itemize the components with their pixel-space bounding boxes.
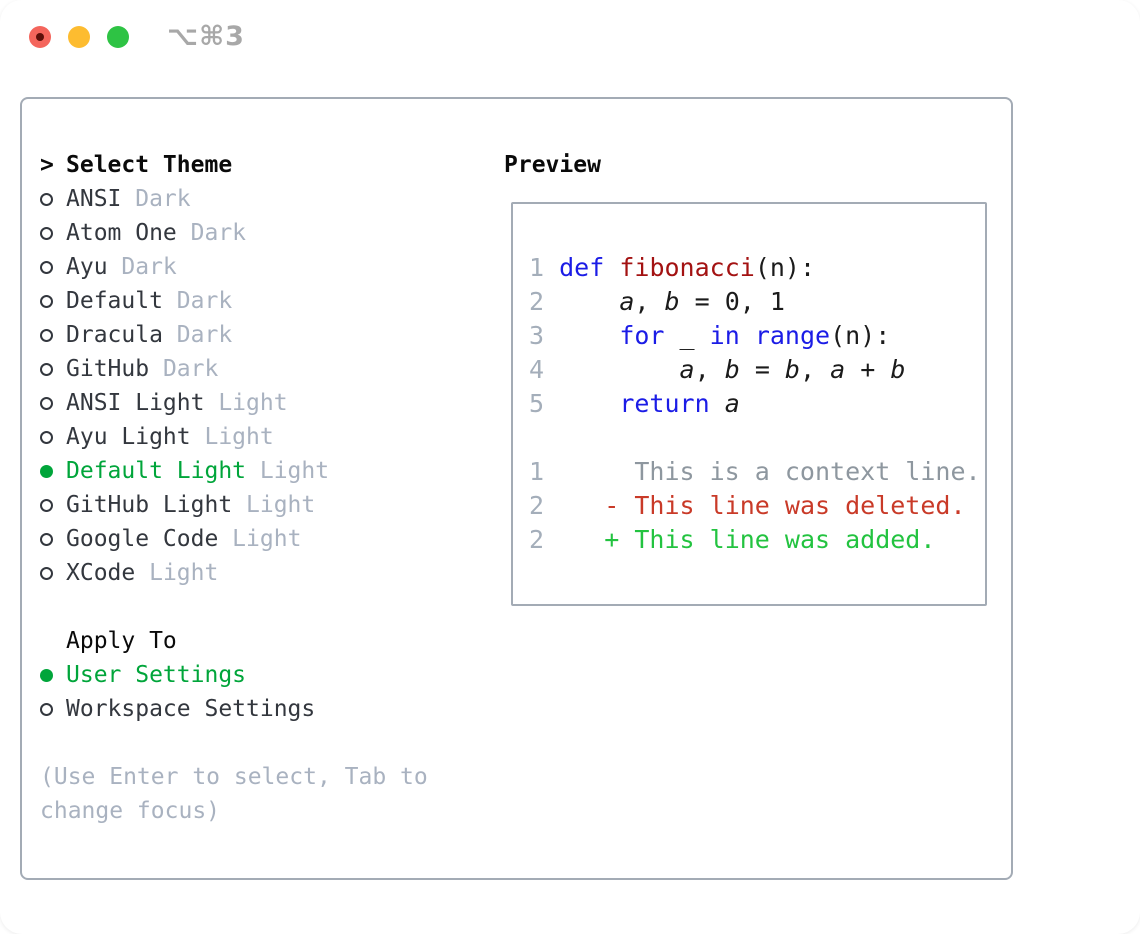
theme-variant: Light xyxy=(135,560,219,586)
code-line: 5 return a xyxy=(529,389,740,418)
line-number: 2 xyxy=(529,525,545,554)
radio-icon xyxy=(40,532,53,546)
theme-name: GitHub Light xyxy=(66,492,233,518)
theme-select-title: Select Theme xyxy=(66,152,233,178)
theme-name: Dracula xyxy=(66,322,163,348)
spacer xyxy=(40,590,428,624)
theme-option-dracula-dark[interactable]: Dracula Dark xyxy=(40,318,428,352)
apply-option-label: Workspace Settings xyxy=(66,696,316,722)
theme-option-ayu-light-light[interactable]: Ayu Light Light xyxy=(40,420,428,454)
close-button[interactable] xyxy=(29,26,51,48)
theme-variant: Light xyxy=(232,492,316,518)
theme-option-default-light-light[interactable]: Default Light Light xyxy=(40,454,428,488)
apply-to-header: Apply To xyxy=(40,624,428,658)
line-number: 1 xyxy=(529,253,545,282)
diff-line: 2 + This line was added. xyxy=(529,525,936,554)
traffic-lights xyxy=(29,26,129,48)
code-line: 4 a, b = b, a + b xyxy=(529,355,906,384)
line-number: 4 xyxy=(529,355,545,384)
theme-option-atom-one-dark[interactable]: Atom One Dark xyxy=(40,216,428,250)
theme-variant: Light xyxy=(190,424,274,450)
radio-icon xyxy=(40,260,53,274)
radio-icon xyxy=(40,226,53,240)
theme-variant: Dark xyxy=(162,288,233,314)
radio-selected-icon xyxy=(40,668,53,682)
prompt-icon: > xyxy=(40,152,54,178)
theme-variant: Dark xyxy=(162,322,233,348)
apply-option-label: User Settings xyxy=(66,662,247,688)
preview-box: 1 def fibonacci(n): 2 a, b = 0, 1 3 for _ … xyxy=(511,202,987,606)
theme-option-github-light-light[interactable]: GitHub Light Light xyxy=(40,488,428,522)
theme-option-google-code-light[interactable]: Google Code Light xyxy=(40,522,428,556)
theme-variant: Dark xyxy=(176,220,247,246)
radio-icon xyxy=(40,430,53,444)
theme-name: ANSI Light xyxy=(66,390,205,416)
theme-variant: Dark xyxy=(107,254,177,280)
theme-option-ansi-light-light[interactable]: ANSI Light Light xyxy=(40,386,428,420)
radio-selected-icon xyxy=(40,464,53,478)
radio-icon xyxy=(40,294,53,308)
help-line: (Use Enter to select, Tab to xyxy=(40,764,428,790)
code-line: 1 def fibonacci(n): xyxy=(529,253,816,282)
theme-variant: Light xyxy=(246,458,330,484)
code-line: 2 a, b = 0, 1 xyxy=(529,287,785,316)
theme-option-xcode-light[interactable]: XCode Light xyxy=(40,556,428,590)
theme-name: Ayu xyxy=(66,254,108,280)
line-number: 2 xyxy=(529,491,545,520)
apply-option-user-settings[interactable]: User Settings xyxy=(40,658,428,692)
theme-select-header: > Select Theme xyxy=(40,148,428,182)
blank-line xyxy=(529,421,985,455)
zoom-button[interactable] xyxy=(107,26,129,48)
radio-icon xyxy=(40,702,53,716)
theme-name: GitHub xyxy=(66,356,150,382)
theme-option-ayu-dark[interactable]: Ayu Dark xyxy=(40,250,428,284)
line-number: 1 xyxy=(529,457,545,486)
theme-option-github-dark[interactable]: GitHub Dark xyxy=(40,352,428,386)
radio-icon xyxy=(40,192,53,206)
code-line: 3 for _ in range(n): xyxy=(529,321,891,350)
theme-name: Atom One xyxy=(66,220,177,246)
radio-icon xyxy=(40,566,53,580)
diff-line: 1 This is a context line. xyxy=(529,457,981,486)
apply-option-workspace-settings[interactable]: Workspace Settings xyxy=(40,692,428,726)
unsaved-dot-icon xyxy=(36,33,44,41)
spacer xyxy=(40,726,428,760)
help-line: change focus) xyxy=(40,798,221,824)
theme-name: XCode xyxy=(66,560,136,586)
theme-option-ansi-dark[interactable]: ANSI Dark xyxy=(40,182,428,216)
radio-icon xyxy=(40,396,53,410)
theme-variant: Light xyxy=(218,526,302,552)
minimize-button[interactable] xyxy=(68,26,90,48)
theme-variant: Dark xyxy=(121,186,191,212)
theme-variant: Dark xyxy=(149,356,219,382)
line-number: 5 xyxy=(529,389,545,418)
line-number: 2 xyxy=(529,287,545,316)
line-number: 3 xyxy=(529,321,545,350)
diff-line: 2 - This line was deleted. xyxy=(529,491,966,520)
window-shortcut-label: ⌥⌘3 xyxy=(167,21,245,52)
radio-icon xyxy=(40,498,53,512)
preview-title: Preview xyxy=(504,152,601,178)
theme-name: ANSI xyxy=(66,186,122,212)
theme-option-default-dark[interactable]: Default Dark xyxy=(40,284,428,318)
radio-icon xyxy=(40,362,53,376)
theme-name: Google Code xyxy=(66,526,219,552)
theme-name: Default xyxy=(66,288,163,314)
theme-variant: Light xyxy=(204,390,288,416)
radio-icon xyxy=(40,328,53,342)
apply-to-title: Apply To xyxy=(66,628,177,654)
help-text: (Use Enter to select, Tab to change focus… xyxy=(40,760,428,828)
theme-name: Ayu Light xyxy=(66,424,191,450)
theme-name: Default Light xyxy=(66,458,247,484)
